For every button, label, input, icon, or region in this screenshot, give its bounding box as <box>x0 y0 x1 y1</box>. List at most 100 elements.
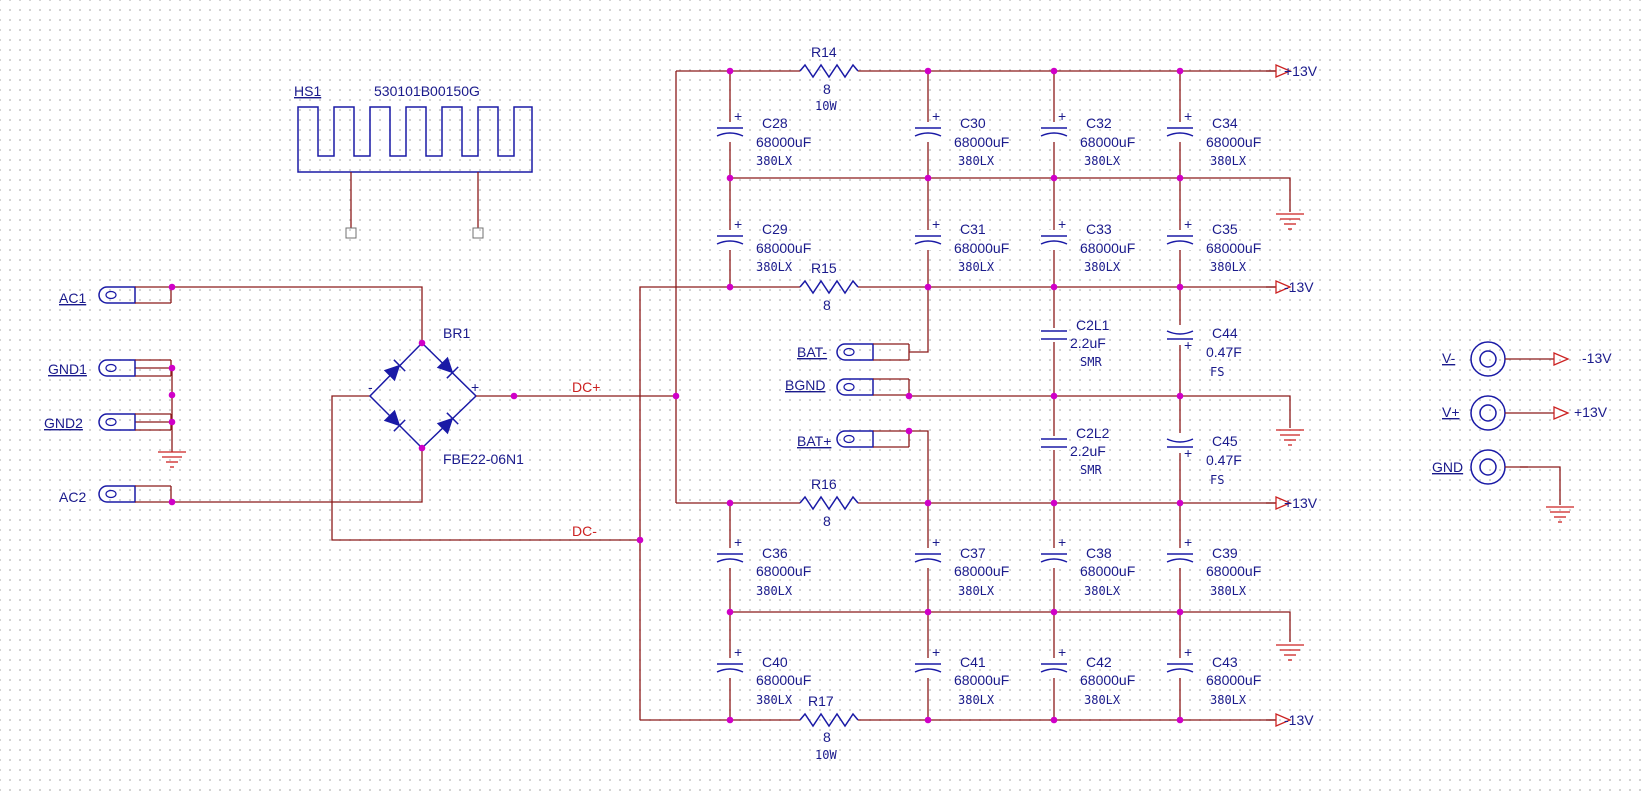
power-port-pos-lower[interactable] <box>1266 496 1292 510</box>
r15-value: 8 <box>823 297 831 313</box>
capacitor-c32[interactable]: + <box>1040 108 1068 142</box>
connector-gnd1-label: GND1 <box>48 361 87 377</box>
r14-value: 8 <box>823 81 831 97</box>
junction-dot <box>1176 499 1184 507</box>
capacitor-c34[interactable]: + <box>1166 108 1194 142</box>
junction-dot <box>1176 716 1184 724</box>
junction-dot <box>168 283 176 291</box>
connector-bat-minus-label: BAT- <box>797 344 827 360</box>
cap-value: 2.2uF <box>1070 443 1106 459</box>
port-label-3: +13V <box>1284 495 1318 511</box>
cap-ref: C36 <box>762 545 788 561</box>
cap-ref: C42 <box>1086 654 1112 670</box>
cap-value: 68000uF <box>1206 240 1261 256</box>
connector-ac2[interactable] <box>98 485 172 503</box>
capacitor-c31[interactable]: + <box>914 216 942 250</box>
cap-ref: C39 <box>1212 545 1238 561</box>
cap-value: 68000uF <box>756 134 811 150</box>
bridge-rectifier-symbol[interactable] <box>368 341 514 450</box>
connector-ac1-label: AC1 <box>59 290 86 306</box>
power-port-top[interactable] <box>1266 64 1292 78</box>
svg-text:+: + <box>734 108 742 124</box>
cap-ref: C2L1 <box>1076 317 1110 333</box>
cap-type: 380LX <box>756 693 793 707</box>
power-port-neg[interactable] <box>1266 280 1292 294</box>
capacitor-c37[interactable]: + <box>914 534 942 568</box>
capacitor-c44[interactable]: + <box>1166 325 1194 353</box>
capacitor-c29[interactable]: + <box>716 216 744 250</box>
connector-bat-minus[interactable] <box>836 343 910 361</box>
cap-ref: C40 <box>762 654 788 670</box>
connector-gnd1[interactable] <box>98 359 172 377</box>
output-jack-vpos[interactable] <box>1470 395 1570 431</box>
capacitor-c2l1[interactable] <box>1040 328 1068 342</box>
heatsink-symbol[interactable] <box>297 106 533 239</box>
power-port-neg-bottom[interactable] <box>1266 713 1292 727</box>
cap-value: 68000uF <box>1206 672 1261 688</box>
svg-text:+: + <box>932 644 940 660</box>
connector-ac1[interactable] <box>98 286 172 304</box>
capacitor-c41[interactable]: + <box>914 644 942 678</box>
junction-dot <box>924 716 932 724</box>
capacitor-c40[interactable]: + <box>716 644 744 678</box>
svg-text:+: + <box>1058 644 1066 660</box>
cap-type: FS <box>1210 365 1224 379</box>
ground-wire-out <box>1520 466 1561 505</box>
capacitor-c39[interactable]: + <box>1166 534 1194 568</box>
output-jack-vneg[interactable] <box>1470 341 1570 377</box>
bridge-value: FBE22-06N1 <box>443 451 524 467</box>
cap-type: SMR <box>1080 463 1102 477</box>
cap-value: 68000uF <box>1080 240 1135 256</box>
cap-value: 0.47F <box>1206 344 1242 360</box>
cap-type: FS <box>1210 473 1224 487</box>
cap-type: 380LX <box>958 154 995 168</box>
ground-symbol-output <box>1546 506 1574 523</box>
bridge-ref: BR1 <box>443 325 470 341</box>
r17-power: 10W <box>815 748 837 762</box>
jack-power-port-neg <box>1553 352 1570 366</box>
r17-value: 8 <box>823 729 831 745</box>
junction-dot <box>168 391 176 399</box>
capacitor-c30[interactable]: + <box>914 108 942 142</box>
connector-bgnd[interactable] <box>836 378 910 396</box>
output-jack-gnd[interactable] <box>1470 449 1528 485</box>
capacitor-c36[interactable]: + <box>716 534 744 568</box>
connector-ac2-label: AC2 <box>59 489 86 505</box>
junction-dot <box>924 499 932 507</box>
junction-dot <box>924 174 932 182</box>
cap-ref: C32 <box>1086 115 1112 131</box>
svg-text:+: + <box>1058 534 1066 550</box>
r14-power: 10W <box>815 99 837 113</box>
capacitor-c43[interactable]: + <box>1166 644 1194 678</box>
cap-ref: C31 <box>960 221 986 237</box>
junction-dot <box>1050 283 1058 291</box>
capacitor-c35[interactable]: + <box>1166 216 1194 250</box>
cap-value: 68000uF <box>756 240 811 256</box>
cap-type: 380LX <box>1210 260 1247 274</box>
capacitor-c33[interactable]: + <box>1040 216 1068 250</box>
resistor-r16[interactable] <box>799 495 859 511</box>
resistor-r14[interactable] <box>799 63 859 79</box>
svg-text:+: + <box>932 216 940 232</box>
junction-dot <box>1176 608 1184 616</box>
connector-bgnd-label: BGND <box>785 377 825 393</box>
cap-value: 68000uF <box>1080 134 1135 150</box>
capacitor-c2l2[interactable] <box>1040 436 1068 450</box>
heatsink-value: 530101B00150G <box>374 83 480 99</box>
connector-gnd2[interactable] <box>98 413 172 431</box>
junction-dot <box>726 608 734 616</box>
port-label-4: -13V <box>1284 712 1314 728</box>
capacitor-c45[interactable]: + <box>1166 433 1194 461</box>
connector-bat-plus[interactable] <box>836 430 910 448</box>
cap-value: 68000uF <box>1080 563 1135 579</box>
resistor-r17[interactable] <box>799 712 859 728</box>
capacitor-c42[interactable]: + <box>1040 644 1068 678</box>
junction-dot <box>1050 716 1058 724</box>
capacitor-c38[interactable]: + <box>1040 534 1068 568</box>
resistor-r15[interactable] <box>799 279 859 295</box>
cap-ref: C2L2 <box>1076 425 1110 441</box>
junction-dot <box>726 283 734 291</box>
net-label-dc-plus: DC+ <box>572 379 600 395</box>
capacitor-c28[interactable]: + <box>716 108 744 142</box>
